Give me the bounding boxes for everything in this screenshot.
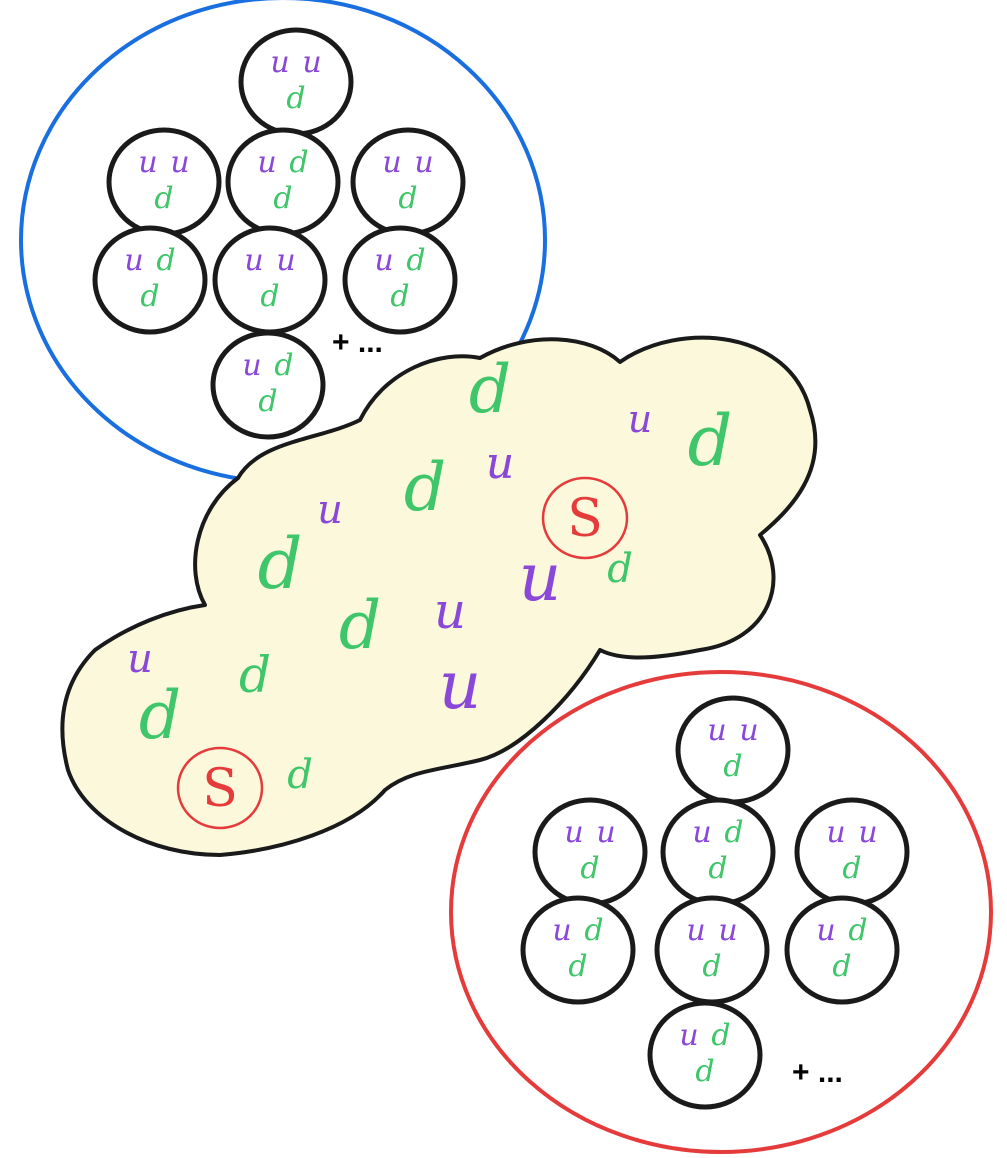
strange-quark-label: S: [202, 759, 238, 819]
down-quark: d: [239, 646, 271, 704]
down-quark-label: d: [154, 181, 173, 216]
down-quark-label: d: [274, 348, 293, 383]
down-quark-label: d: [708, 851, 727, 886]
strange-quark-label: S: [567, 489, 603, 549]
up-quark-label: u: [270, 45, 289, 80]
up-quark-label: u: [257, 145, 276, 180]
up-quark-label: u: [816, 913, 835, 948]
up-quark-label: u: [414, 145, 433, 180]
down-quark-label: d: [584, 913, 603, 948]
up-quark-label: u: [276, 243, 295, 278]
up-quark: u: [519, 539, 562, 616]
down-quark-label: d: [842, 851, 861, 886]
down-quark-label: d: [390, 279, 409, 314]
up-quark-label: u: [374, 243, 393, 278]
down-quark: d: [258, 523, 303, 605]
up-quark-label: u: [686, 913, 705, 948]
down-quark-label: d: [289, 145, 308, 180]
down-quark-label: d: [723, 749, 742, 784]
up-quark-label: u: [858, 815, 877, 850]
up-quark-label: u: [826, 815, 845, 850]
nucleus-b-more-label: + ...: [792, 1056, 843, 1089]
up-quark: u: [434, 582, 466, 640]
up-quark-label: u: [739, 713, 758, 748]
down-quark-label: d: [848, 913, 867, 948]
nucleus-a-more-label: + ...: [332, 326, 383, 359]
down-quark: d: [287, 752, 313, 798]
up-quark: u: [127, 636, 153, 682]
down-quark: d: [607, 546, 633, 592]
down-quark-label: d: [832, 949, 851, 984]
up-quark-label: u: [718, 913, 737, 948]
up-quark: u: [439, 647, 482, 724]
up-quark-label: u: [302, 45, 321, 80]
down-quark-label: d: [260, 279, 279, 314]
up-quark-label: u: [242, 348, 261, 383]
down-quark-label: d: [140, 279, 159, 314]
up-quark-label: u: [124, 243, 143, 278]
down-quark-label: d: [580, 851, 599, 886]
down-quark-label: d: [695, 1054, 714, 1089]
up-quark-label: u: [679, 1018, 698, 1053]
up-quark-label: u: [244, 243, 263, 278]
up-quark-label: u: [138, 145, 157, 180]
up-quark-label: u: [707, 713, 726, 748]
up-quark: u: [317, 487, 343, 533]
down-quark-label: d: [273, 181, 292, 216]
down-quark-label: d: [398, 181, 417, 216]
up-quark-label: u: [552, 913, 571, 948]
up-quark-label: u: [382, 145, 401, 180]
down-quark-label: d: [568, 949, 587, 984]
down-quark-label: d: [286, 81, 305, 116]
down-quark-label: d: [258, 384, 277, 419]
up-quark-label: u: [564, 815, 583, 850]
up-quark: u: [628, 397, 652, 441]
down-quark: d: [404, 449, 446, 526]
down-quark-label: d: [724, 815, 743, 850]
up-quark: u: [486, 438, 514, 489]
down-quark-label: d: [156, 243, 175, 278]
down-quark: d: [469, 351, 511, 428]
up-quark-label: u: [692, 815, 711, 850]
down-quark-label: d: [702, 949, 721, 984]
down-quark: d: [139, 677, 181, 754]
up-quark-label: u: [170, 145, 189, 180]
down-quark: d: [688, 400, 733, 482]
down-quark: d: [339, 587, 381, 664]
down-quark-label: d: [711, 1018, 730, 1053]
down-quark-label: d: [406, 243, 425, 278]
up-quark-label: u: [596, 815, 615, 850]
